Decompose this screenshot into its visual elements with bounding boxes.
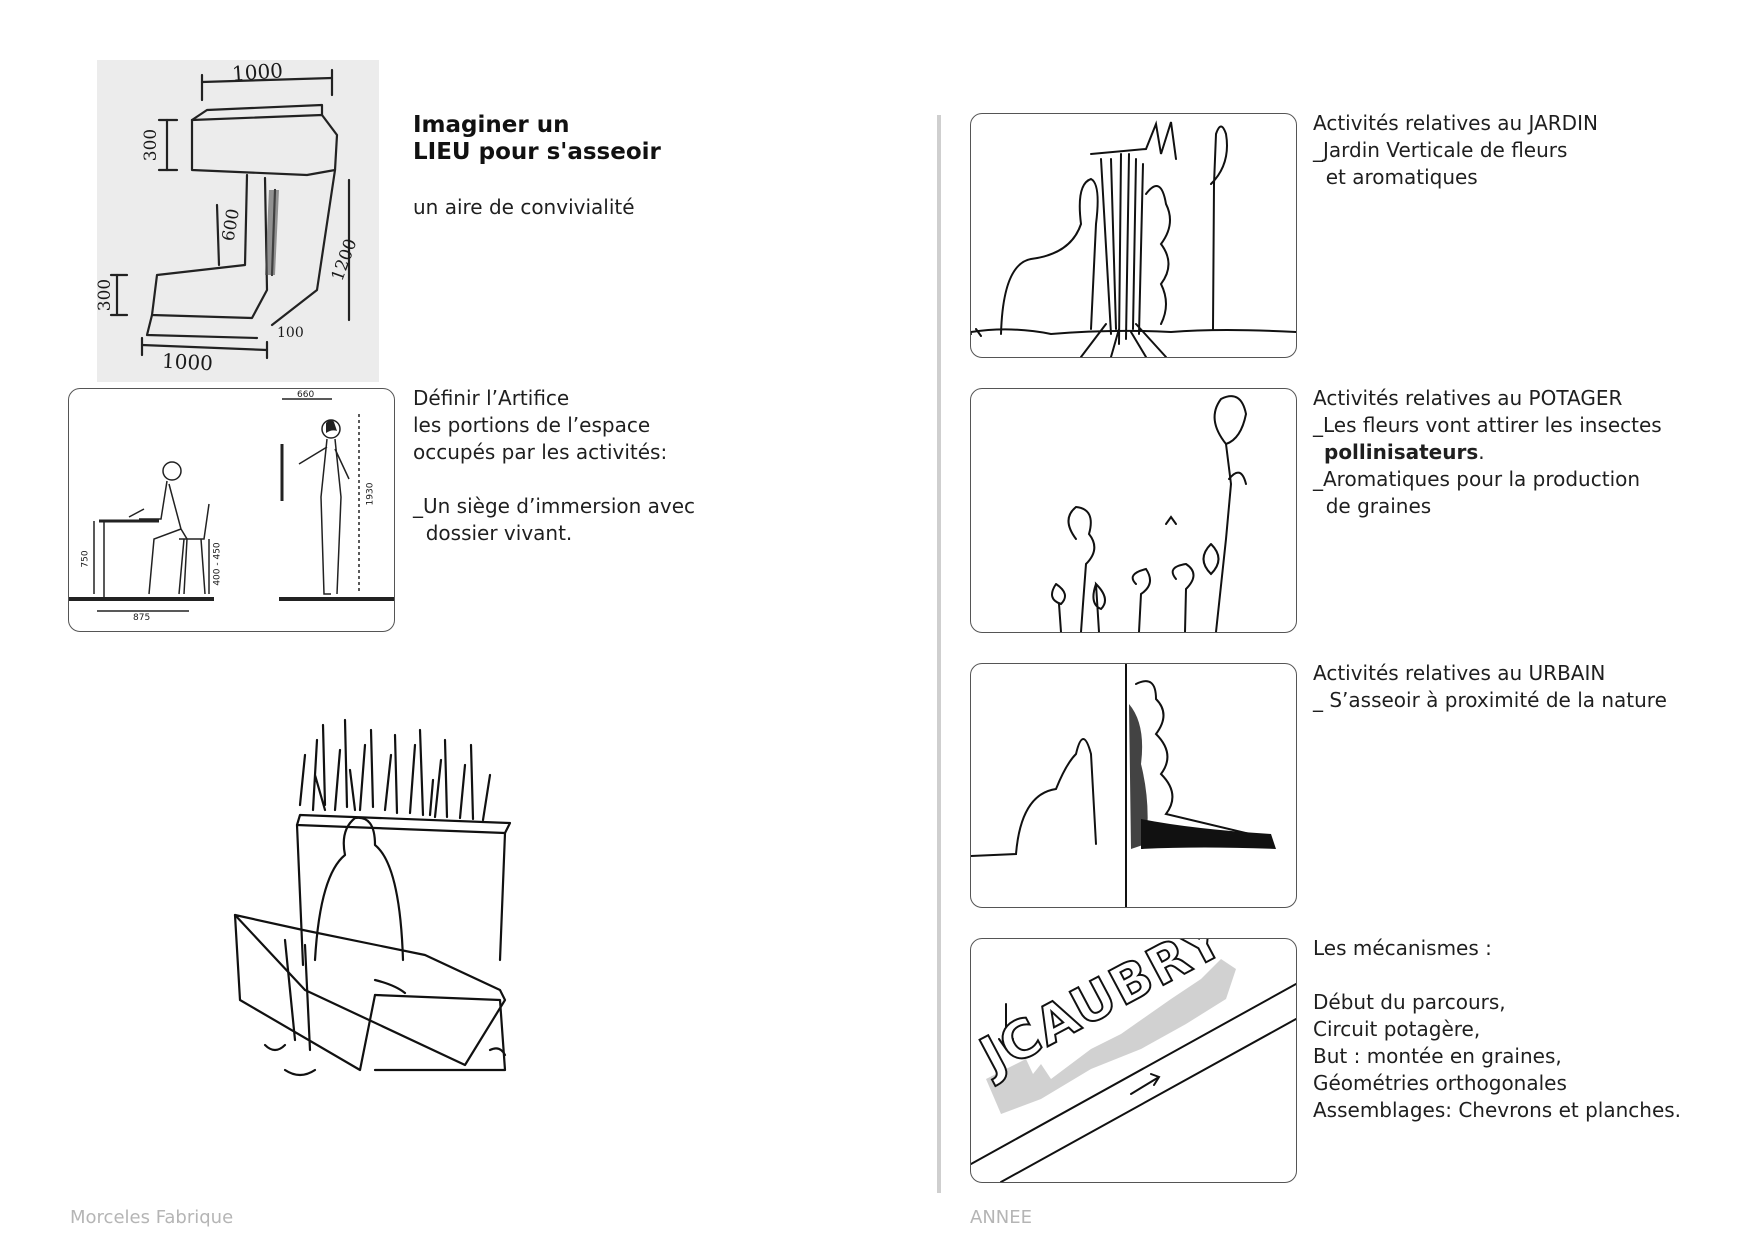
potager-line-2: _Les fleurs vont attirer les insectes [1313,413,1662,437]
definir-line-5: _Un siège d’immersion avec [413,494,696,518]
urbain-line-2: _ S’asseoir à proximité de la nature [1313,688,1667,712]
mecanismes-line-2 [1313,962,1681,989]
mecanismes-line-5: But : montée en graines, [1313,1044,1562,1068]
mecanismes-line-7: Assemblages: Chevrons et planches. [1313,1098,1682,1122]
definir-line-3: occupés par les activités: [413,440,668,464]
potager-line-5: de graines [1313,494,1432,518]
page-subtitle: un aire de convivialité [413,195,635,219]
diagram-dim-table-height: 750 [80,550,91,568]
living-seat-sketch [225,715,575,1135]
jardin-line-2: _Jardin Verticale de fleurs [1313,138,1568,162]
pollinisateurs-bold: pollinisateurs [1324,440,1479,464]
potager-text-block: Activités relatives au POTAGER _Les fleu… [1313,385,1662,520]
page-heading-line1: Imaginer un [413,112,570,138]
dim-left-lower: 300 [95,278,116,312]
page-divider [937,115,941,1193]
definir-line-4 [413,466,695,493]
potager-sketch-frame [970,388,1297,633]
diagram-dim-table-width: 875 [133,613,151,623]
jardin-line-3: et aromatiques [1313,165,1478,189]
definir-line-1: Définir l’Artifice [413,386,570,410]
potager-line-1: Activités relatives au POTAGER [1313,386,1623,410]
diagram-dim-standing-height: 1930 [365,482,376,506]
diagram-dim-width-top: 660 [297,390,315,400]
definir-line-6: dossier vivant. [413,521,573,545]
jardin-sketch-frame [970,113,1297,358]
mecanismes-line-6: Géométries orthogonales [1313,1071,1567,1095]
ergonomics-diagram: 660 1930 750 400 - 450 875 [68,388,395,632]
page-heading-line2: LIEU pour s'asseoir [413,139,661,165]
mecanismes-line-4: Circuit potagère, [1313,1017,1481,1041]
potager-line-4: _Aromatiques pour la production [1313,467,1641,491]
mecanismes-line-1: Les mécanismes : [1313,936,1492,960]
dim-corner: 100 [277,325,304,341]
potager-line-3: pollinisateurs. [1313,439,1662,466]
seat-profile-sketch: 1000 300 600 1200 300 100 1000 [95,58,379,382]
jardin-text-block: Activités relatives au JARDIN _Jardin Ve… [1313,110,1598,191]
left-footer: Morceles Fabrique [70,1207,234,1228]
dim-top: 1000 [231,58,284,86]
dim-bottom: 1000 [161,348,214,376]
definir-text-block: Définir l’Artifice les portions de l’esp… [413,385,695,547]
right-footer: ANNEE [970,1207,1032,1228]
mecanismes-text-block: Les mécanismes : Début du parcours, Circ… [1313,935,1681,1124]
jardin-line-1: Activités relatives au JARDIN [1313,111,1598,135]
definir-line-2: les portions de l’espace [413,413,651,437]
mecanismes-sketch-frame: JCAUBRY [970,938,1297,1183]
pollinisateurs-suffix: . [1478,440,1485,464]
mecanismes-line-3: Début du parcours, [1313,990,1506,1014]
dim-left-upper: 300 [141,128,162,162]
urbain-line-1: Activités relatives au URBAIN [1313,661,1606,685]
diagram-dim-seat-height: 400 - 450 [212,542,223,586]
urbain-sketch-frame [970,663,1297,908]
urbain-text-block: Activités relatives au URBAIN _ S’asseoi… [1313,660,1667,714]
